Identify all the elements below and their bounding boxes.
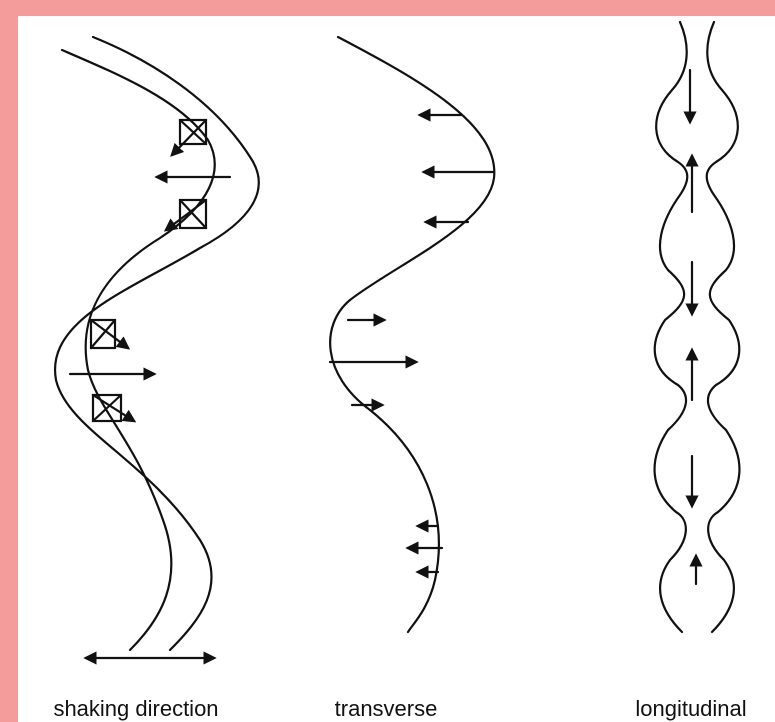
upper-diagonal-1 bbox=[172, 120, 206, 155]
longitudinal-left-wall bbox=[655, 22, 688, 632]
longitudinal-right-wall bbox=[707, 22, 740, 632]
label-shaking-direction: shaking direction bbox=[53, 696, 218, 722]
lower-diagonal-1 bbox=[91, 320, 128, 348]
transverse-wave-curve bbox=[330, 37, 494, 632]
label-transverse: transverse bbox=[335, 696, 438, 722]
transverse-panel bbox=[330, 37, 494, 632]
lower-diagonal-2 bbox=[91, 320, 115, 348]
label-longitudinal: longitudinal bbox=[635, 696, 746, 722]
longitudinal-panel bbox=[655, 22, 740, 632]
tube-inner-wall bbox=[62, 50, 215, 650]
upper-diagonal-4 bbox=[166, 200, 206, 230]
shaking-direction-panel bbox=[55, 37, 259, 658]
lower-diagonal-4 bbox=[93, 395, 134, 421]
